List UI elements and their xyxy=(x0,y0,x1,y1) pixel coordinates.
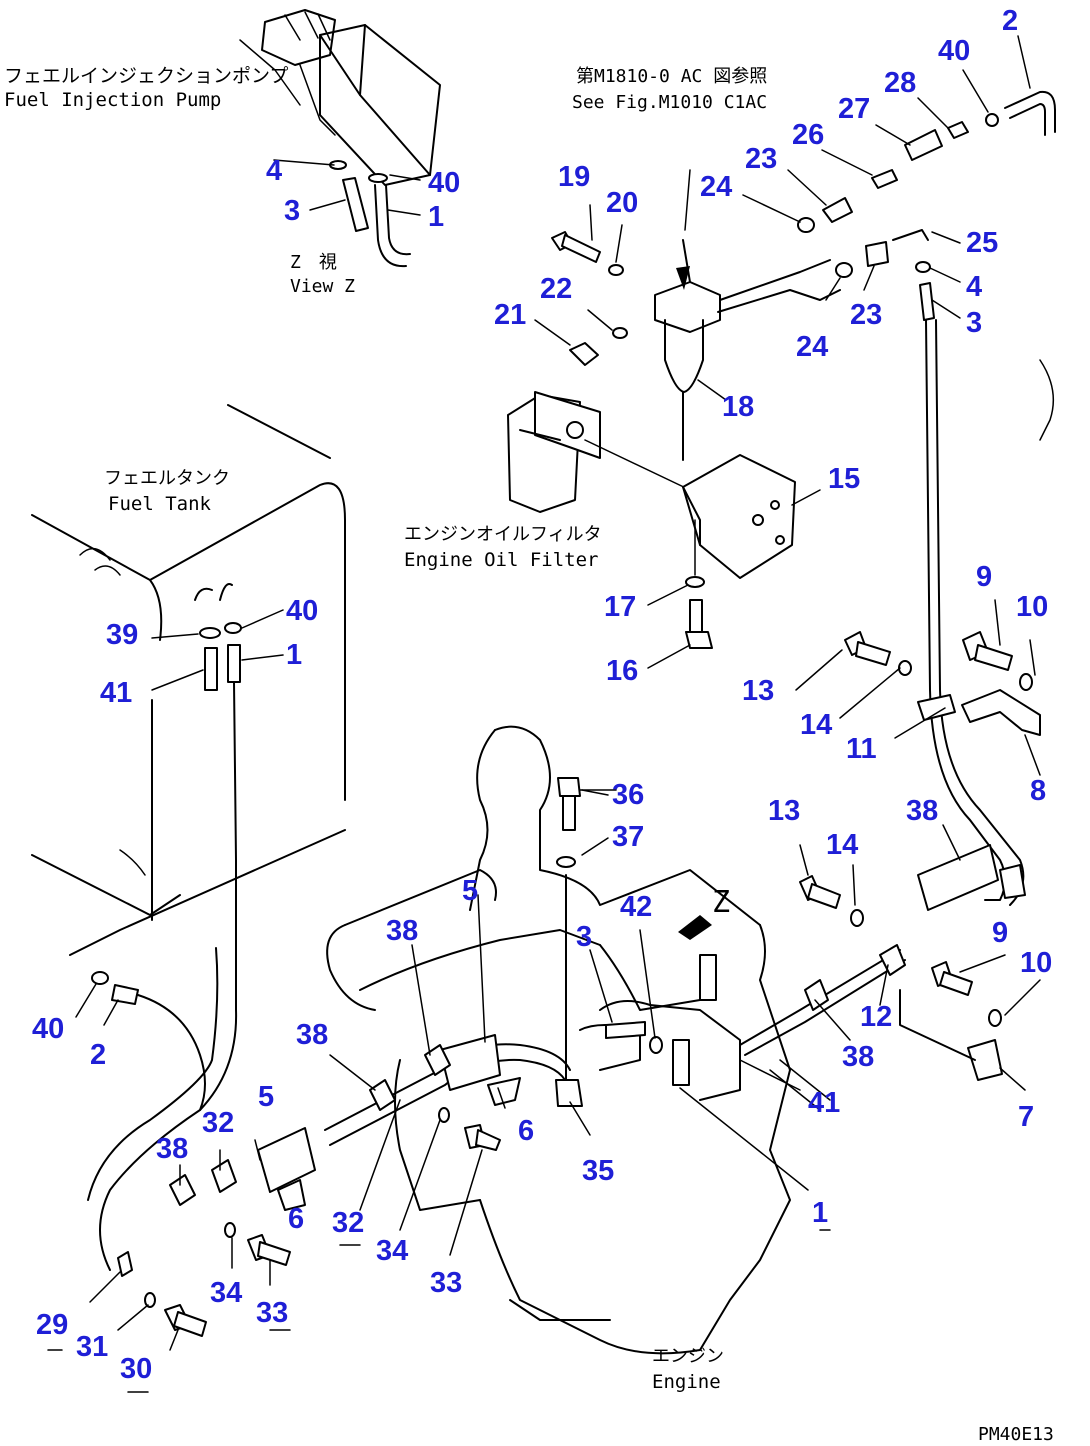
callout: 36 xyxy=(612,779,644,811)
callout: 23 xyxy=(850,299,882,331)
callout: 5 xyxy=(462,875,478,907)
callout: 40 xyxy=(286,595,318,627)
callout: 29 xyxy=(36,1309,68,1341)
fuel-tank-label-en: Fuel Tank xyxy=(108,493,212,515)
callout: 34 xyxy=(210,1277,242,1309)
callout: 28 xyxy=(884,67,916,99)
callout: 38 xyxy=(156,1133,188,1165)
callout: 24 xyxy=(796,331,828,363)
callout: 7 xyxy=(1018,1101,1034,1133)
callout: 4 xyxy=(266,155,282,187)
callout: 14 xyxy=(826,829,858,861)
callout: 32 xyxy=(202,1107,234,1139)
callout-numbers: 2 40 28 27 26 23 24 25 4 3 19 20 22 21 2… xyxy=(32,5,1052,1385)
fuel-injection-pump-drawing xyxy=(239,9,441,268)
injection-pump-label-jp: フェエルインジェクションポンプ xyxy=(4,65,288,87)
callout: 9 xyxy=(976,561,992,593)
leader-lines xyxy=(47,35,1041,1393)
callout: 38 xyxy=(842,1041,874,1073)
engine-label-en: Engine xyxy=(652,1371,721,1393)
callout: 3 xyxy=(284,195,300,227)
oil-filter-label-en: Engine Oil Filter xyxy=(404,549,598,571)
callout: 3 xyxy=(966,307,982,339)
callout: 15 xyxy=(828,463,860,495)
callout: 6 xyxy=(288,1203,304,1235)
callout: 41 xyxy=(100,677,132,709)
line-art xyxy=(31,9,1056,1393)
callout: 32 xyxy=(332,1207,364,1239)
fuel-tank-label-jp: フェエルタンク xyxy=(104,468,230,489)
callout: 33 xyxy=(430,1267,462,1299)
callout: 1 xyxy=(286,639,302,671)
callout: 14 xyxy=(800,709,832,741)
callout: 25 xyxy=(966,227,998,259)
callout: 24 xyxy=(700,171,732,203)
callout: 2 xyxy=(1002,5,1018,37)
callout: 2 xyxy=(90,1039,106,1071)
engine-label-jp: エンジン xyxy=(652,1346,724,1367)
callout: 11 xyxy=(846,733,877,765)
fuel-tank-drawing xyxy=(31,404,346,1271)
callout: 5 xyxy=(258,1081,274,1113)
callout: 4 xyxy=(966,271,982,303)
callout: 39 xyxy=(106,619,138,651)
callout: 34 xyxy=(376,1235,408,1267)
oil-filter-label-jp: エンジンオイルフィルタ xyxy=(404,524,602,545)
callout: 40 xyxy=(938,35,970,67)
callout: 10 xyxy=(1016,591,1048,623)
callout: 42 xyxy=(620,891,652,923)
callout: 40 xyxy=(32,1013,64,1045)
callout: 38 xyxy=(906,795,938,827)
callout: 30 xyxy=(120,1353,152,1385)
engine-oil-filter-drawing xyxy=(507,391,796,649)
callout: 13 xyxy=(768,795,800,827)
callout: 38 xyxy=(296,1019,328,1051)
callout: 3 xyxy=(576,921,592,953)
callout: 38 xyxy=(386,915,418,947)
view-z-label-en: View Z xyxy=(290,276,355,297)
callout: 33 xyxy=(256,1297,288,1329)
callout: 21 xyxy=(494,299,526,331)
callout: 22 xyxy=(540,273,572,305)
callout: 9 xyxy=(992,917,1008,949)
callout: 10 xyxy=(1020,947,1052,979)
callout: 26 xyxy=(792,119,824,151)
callout: 31 xyxy=(76,1331,108,1363)
view-z-arrow-label: Z xyxy=(712,885,730,920)
callout: 1 xyxy=(428,201,444,233)
callout: 18 xyxy=(722,391,754,423)
drawing-code: PM40E13 xyxy=(978,1424,1054,1445)
callout: 41 xyxy=(808,1087,840,1119)
view-z-label-jp: Z 視 xyxy=(290,252,337,273)
callout: 1 xyxy=(812,1197,828,1229)
callout: 19 xyxy=(558,161,590,193)
callout: 20 xyxy=(606,187,638,219)
callout: 17 xyxy=(604,591,636,623)
callout: 27 xyxy=(838,93,870,125)
callout: 35 xyxy=(582,1155,614,1187)
engine-drawing xyxy=(117,725,1026,1355)
annotations: フェエルインジェクションポンプ Fuel Injection Pump Z 視 … xyxy=(4,65,1054,1445)
callout: 40 xyxy=(428,167,460,199)
see-fig-label-en: See Fig.M1010 C1AC xyxy=(572,92,767,113)
callout: 23 xyxy=(745,143,777,175)
callout: 6 xyxy=(518,1115,534,1147)
callout: 12 xyxy=(860,1001,892,1033)
callout: 13 xyxy=(742,675,774,707)
right-bracket-drawing xyxy=(678,631,1041,1081)
callout: 16 xyxy=(606,655,638,687)
callout: 37 xyxy=(612,821,644,853)
injection-pump-label-en: Fuel Injection Pump xyxy=(4,89,221,111)
callout: 8 xyxy=(1030,775,1046,807)
fuel-filter-assembly-drawing xyxy=(551,90,1056,906)
see-fig-label-jp: 第M1810-0 AC 図参照 xyxy=(576,66,767,87)
